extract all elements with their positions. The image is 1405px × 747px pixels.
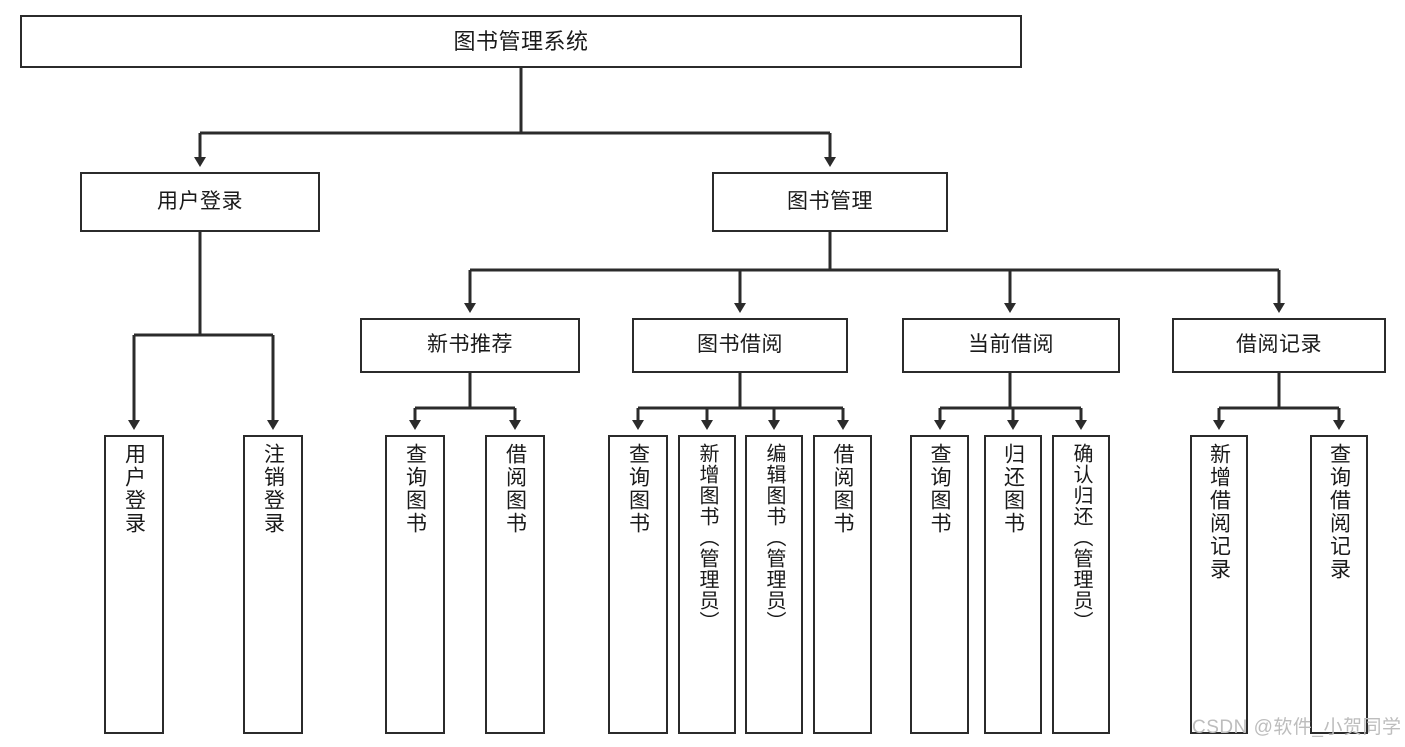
- csdn-watermark: CSDN @软件_小贺同学: [1192, 717, 1402, 738]
- node-borrow-record-label: 借阅记录: [1236, 333, 1322, 357]
- node-book-manage-label: 图书管理: [787, 189, 873, 213]
- node-user-login-label: 用户登录: [157, 189, 243, 213]
- node-leaf-edit-book-label: 编辑图书（管理员）: [763, 443, 785, 632]
- node-current-borrow-label: 当前借阅: [968, 333, 1054, 357]
- node-book-manage[interactable]: 图书管理: [712, 172, 948, 232]
- node-user-login[interactable]: 用户登录: [80, 172, 320, 232]
- node-leaf-add-book-label: 新增图书（管理员）: [696, 443, 718, 632]
- node-leaf-borrow-book-1[interactable]: 借阅图书: [485, 435, 545, 734]
- node-leaf-borrow-book-2-label: 借阅图书: [831, 443, 854, 535]
- node-leaf-query-book-2[interactable]: 查询图书: [608, 435, 668, 734]
- node-borrow-record[interactable]: 借阅记录: [1172, 318, 1386, 373]
- node-leaf-return-book-label: 归还图书: [1001, 443, 1025, 535]
- node-leaf-add-record-label: 新增借阅记录: [1207, 443, 1231, 581]
- node-leaf-query-book-2-label: 查询图书: [626, 443, 650, 535]
- node-leaf-user-logout[interactable]: 注销登录: [243, 435, 303, 734]
- node-book-borrow-label: 图书借阅: [697, 333, 783, 357]
- node-leaf-borrow-book-2[interactable]: 借阅图书: [813, 435, 872, 734]
- node-leaf-add-record[interactable]: 新增借阅记录: [1190, 435, 1248, 734]
- node-new-book-recommend-label: 新书推荐: [427, 333, 513, 357]
- node-leaf-confirm-return[interactable]: 确认归还（管理员）: [1052, 435, 1110, 734]
- node-leaf-query-record-label: 查询借阅记录: [1327, 443, 1351, 581]
- node-book-borrow[interactable]: 图书借阅: [632, 318, 848, 373]
- node-leaf-query-record[interactable]: 查询借阅记录: [1310, 435, 1368, 734]
- node-leaf-user-login-label: 用户登录: [122, 443, 146, 535]
- node-leaf-query-book-3[interactable]: 查询图书: [910, 435, 969, 734]
- node-leaf-return-book[interactable]: 归还图书: [984, 435, 1042, 734]
- node-leaf-add-book[interactable]: 新增图书（管理员）: [678, 435, 736, 734]
- node-leaf-borrow-book-1-label: 借阅图书: [503, 443, 527, 535]
- node-leaf-query-book-1[interactable]: 查询图书: [385, 435, 445, 734]
- node-leaf-confirm-return-label: 确认归还（管理员）: [1070, 443, 1092, 632]
- node-leaf-edit-book[interactable]: 编辑图书（管理员）: [745, 435, 803, 734]
- node-current-borrow[interactable]: 当前借阅: [902, 318, 1120, 373]
- node-leaf-query-book-3-label: 查询图书: [928, 443, 951, 535]
- node-leaf-user-logout-label: 注销登录: [261, 443, 285, 535]
- node-leaf-query-book-1-label: 查询图书: [403, 443, 427, 535]
- node-leaf-user-login[interactable]: 用户登录: [104, 435, 164, 734]
- node-new-book-recommend[interactable]: 新书推荐: [360, 318, 580, 373]
- node-root[interactable]: 图书管理系统: [20, 15, 1022, 68]
- node-root-label: 图书管理系统: [453, 28, 589, 54]
